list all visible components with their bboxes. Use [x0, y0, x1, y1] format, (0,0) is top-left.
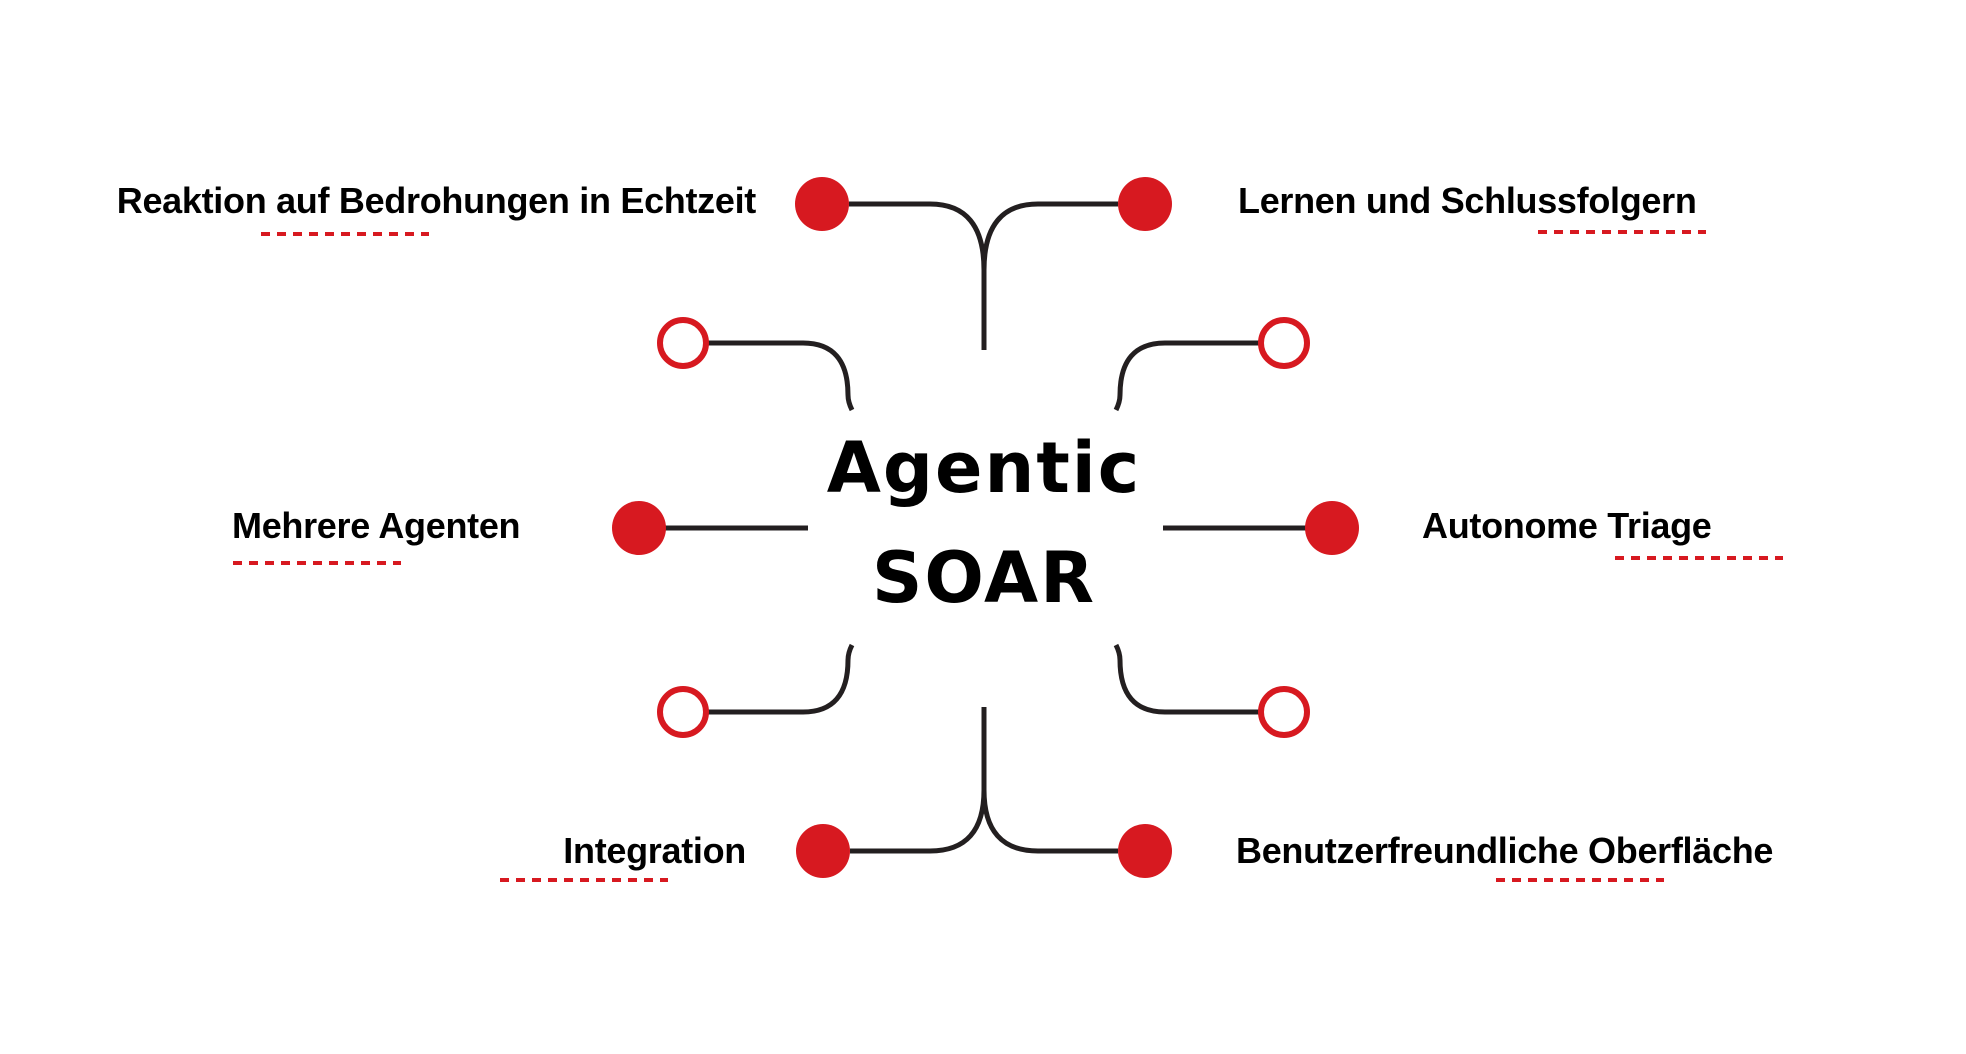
underline-dashes — [1615, 556, 1783, 560]
filled-node-icon — [612, 501, 666, 555]
feature-label-top-right: Lernen und Schlussfolgern — [1238, 180, 1697, 221]
top-fork-connector — [849, 201, 987, 350]
filled-node-icon — [1305, 501, 1359, 555]
underline-dashes — [261, 232, 429, 236]
underline-dashes — [233, 561, 401, 565]
feature-label-top-left: Reaktion auf Bedrohungen in Echtzeit — [116, 180, 757, 221]
lower-left-branch — [707, 643, 855, 715]
center-title-line1: Agentic — [826, 427, 1142, 509]
hollow-node-icon — [1258, 686, 1310, 738]
hollow-node-icon — [657, 686, 709, 738]
bottom-fork-connector — [850, 707, 987, 854]
filled-node-icon — [796, 824, 850, 878]
underline-dashes — [1538, 230, 1706, 234]
upper-right-branch — [1113, 340, 1260, 412]
underline-dashes — [1496, 878, 1664, 882]
underline-dashes — [500, 878, 668, 882]
feature-label-middle-right: Autonome Triage — [1422, 505, 1712, 546]
feature-label-bottom-left: Integration — [563, 830, 746, 871]
top-fork-connector-right — [981, 201, 1118, 271]
hollow-node-icon — [657, 317, 709, 369]
lower-right-branch — [1113, 643, 1260, 715]
filled-node-icon — [1118, 177, 1172, 231]
feature-label-middle-left: Mehrere Agenten — [232, 505, 521, 546]
center-title-line2: SOAR — [871, 537, 1097, 619]
filled-node-icon — [795, 177, 849, 231]
filled-node-icon — [1118, 824, 1172, 878]
feature-label-bottom-right: Benutzerfreundliche Oberfläche — [1236, 830, 1774, 871]
bottom-fork-connector-right — [981, 789, 1118, 854]
upper-left-branch — [707, 340, 855, 412]
hollow-node-icon — [1258, 317, 1310, 369]
